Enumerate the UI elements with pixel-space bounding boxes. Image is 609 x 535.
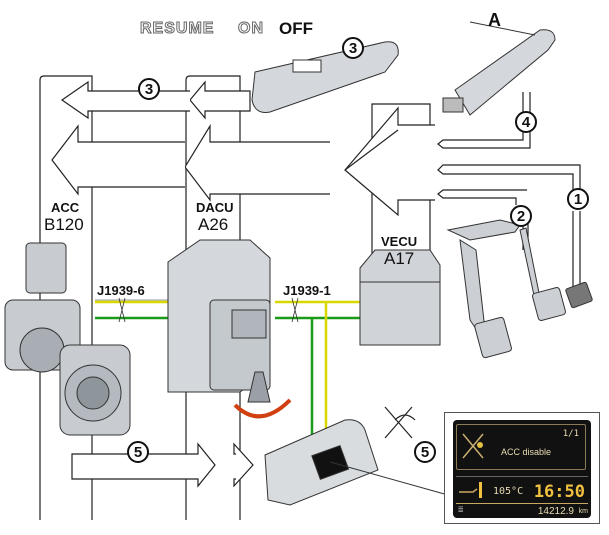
acc-disabled-icon xyxy=(384,406,416,439)
vecu-control-unit xyxy=(359,249,441,346)
cruise-switch-stalk xyxy=(251,41,399,113)
dacu-unit-code: A26 xyxy=(198,215,229,234)
callout-3-switch: 3 xyxy=(342,37,364,59)
acc-unit-code: B120 xyxy=(44,215,84,234)
odometer-value: 14212.9 xyxy=(537,506,574,517)
dacu-unit-name: DACU xyxy=(196,200,234,215)
callout-4: 4 xyxy=(515,111,537,133)
odometer-unit: km xyxy=(578,508,588,515)
bus-j1939-1-label: J1939-1 xyxy=(283,283,331,298)
dashboard-display: 1/1 ACC disable 105°C 16:50 ≣ 14212.9 km xyxy=(453,420,591,518)
dacu-control-unit xyxy=(167,239,292,419)
callout-5-arrow: 5 xyxy=(127,441,149,463)
vecu-to-dacu-acc-arrow xyxy=(51,106,435,217)
j1939-6-bus xyxy=(95,297,170,323)
pedal-assembly xyxy=(446,219,593,359)
acc-off-icon xyxy=(462,433,484,459)
acc-unit-name: ACC xyxy=(51,200,80,215)
bus-j1939-6-label: J1939-6 xyxy=(97,283,145,298)
acc-column xyxy=(39,75,93,520)
message-panel: 1/1 ACC disable xyxy=(456,424,586,470)
rotation-arrows xyxy=(233,398,292,419)
odometer-icon: ≣ xyxy=(458,505,464,515)
lever-a-stalk xyxy=(442,21,556,116)
callout-3-arrow: 3 xyxy=(138,78,160,100)
callout-2: 2 xyxy=(510,205,532,227)
acc-radar-sensor xyxy=(4,242,131,436)
status-message: ACC disable xyxy=(501,447,552,457)
lever-a-label: A xyxy=(488,10,501,30)
temperature-value: 105°C xyxy=(493,486,524,497)
page-indicator: 1/1 xyxy=(562,429,579,439)
j1939-1-bus xyxy=(275,297,360,455)
resume-label: RESUME xyxy=(139,20,215,38)
vecu-unit-code: A17 xyxy=(384,249,415,268)
input-signal-lines xyxy=(437,92,581,290)
clock-time: 16:50 xyxy=(533,482,585,502)
callout-5-icon: 5 xyxy=(414,441,436,463)
vecu-unit-name: VECU xyxy=(381,234,418,249)
dacu-column xyxy=(185,75,241,520)
callout-1: 1 xyxy=(567,188,589,210)
off-label: OFF xyxy=(279,19,313,38)
on-label: ON xyxy=(238,20,264,38)
instrument-cluster xyxy=(264,419,449,506)
signal-arrow-5 xyxy=(71,442,254,488)
display-callout: 1/1 ACC disable 105°C 16:50 ≣ 14212.9 km xyxy=(444,412,600,524)
oil-temperature-icon xyxy=(459,482,482,498)
vecu-column xyxy=(371,103,431,330)
